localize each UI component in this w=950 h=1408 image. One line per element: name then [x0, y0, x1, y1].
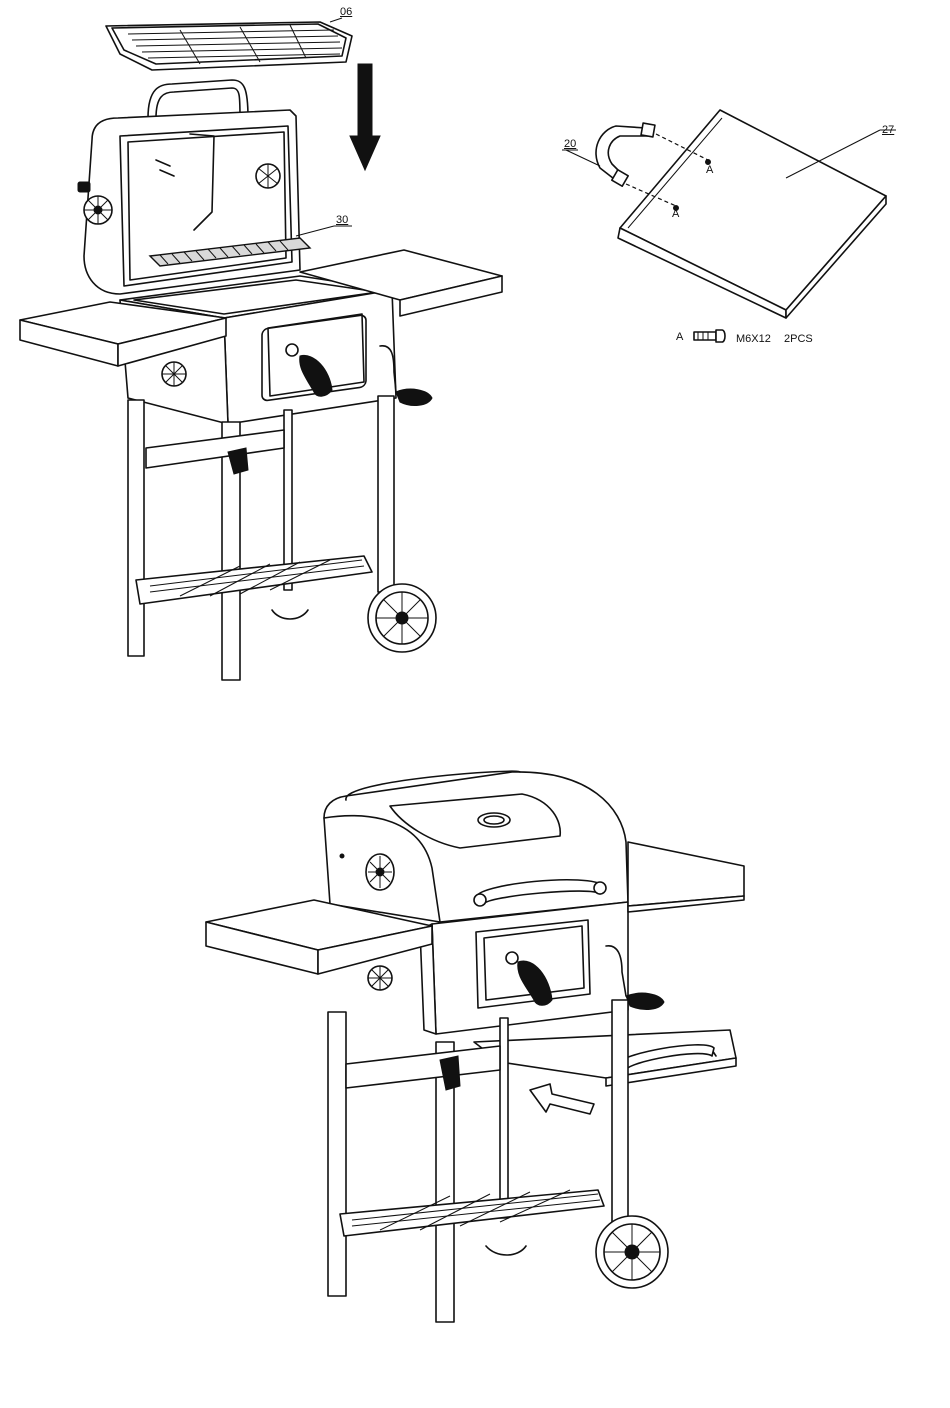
slide-in-arrow-icon: [530, 1084, 594, 1114]
wheel-icon: [368, 584, 436, 652]
side-vent-icon: [368, 966, 392, 990]
lid-vent-icon: [84, 196, 112, 224]
cart-frame: [128, 396, 394, 680]
grill-open-lid: [20, 18, 502, 680]
lid-vent-icon: [366, 854, 394, 890]
callout-grate: 06: [340, 6, 352, 18]
hardware-letter: A: [676, 331, 683, 343]
grill-closed: [206, 771, 744, 1322]
cooking-grate: [106, 18, 352, 70]
down-arrow-icon: [350, 64, 380, 170]
side-vent-icon: [162, 362, 186, 386]
grill-lid-closed: [324, 771, 628, 922]
right-side-shelf: [628, 842, 744, 912]
front-shelf-installed: [474, 1030, 736, 1086]
callout-screw-a-top: A: [706, 164, 713, 176]
front-handle: [562, 123, 655, 186]
callout-screw-a-bottom: A: [672, 208, 679, 220]
front-shelf: [618, 110, 896, 318]
callout-charcoal-grid: 30: [336, 214, 348, 226]
thermometer-icon: [256, 164, 280, 188]
wheel-icon: [596, 1216, 668, 1288]
hardware-qty: 2PCS: [784, 333, 813, 345]
front-shelf-assembly: [562, 110, 896, 342]
callout-handle: 20: [564, 138, 576, 150]
hardware-size: M6X12: [736, 333, 771, 345]
callout-shelf: 27: [882, 124, 894, 136]
screw-icon: [694, 330, 725, 342]
